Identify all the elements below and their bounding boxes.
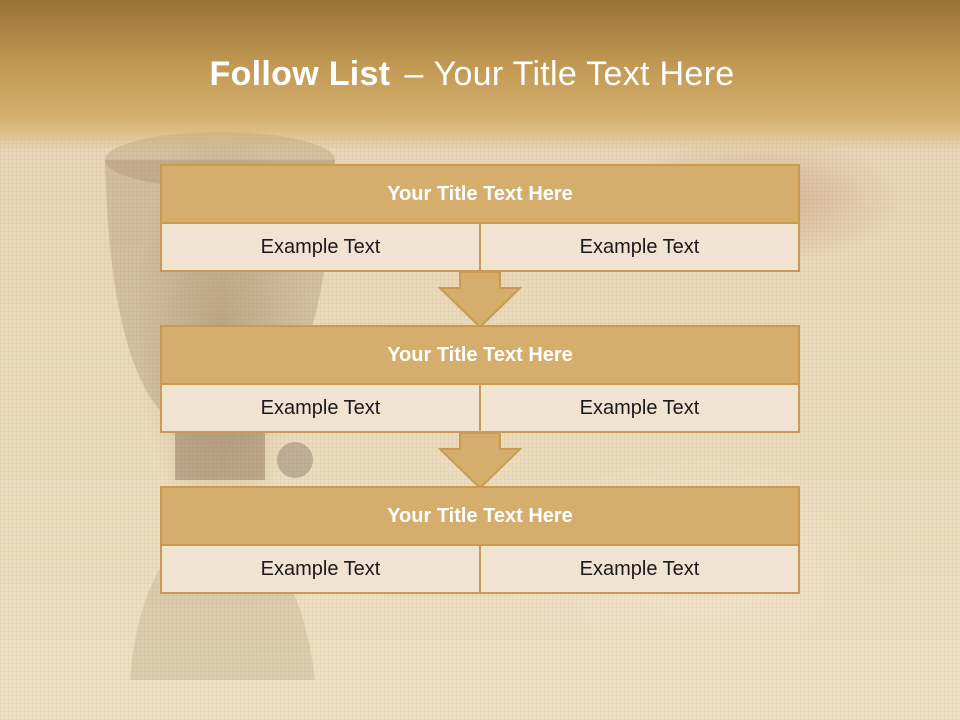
down-arrow-icon	[438, 271, 522, 329]
block-row: Example Text Example Text	[162, 546, 798, 592]
block-cell-right: Example Text	[479, 546, 798, 592]
header-band	[0, 0, 960, 150]
block-cell-left: Example Text	[162, 224, 479, 270]
block-title: Your Title Text Here	[162, 327, 798, 385]
slide-title: Follow List–Your Title Text Here	[0, 55, 944, 94]
list-block-3: Your Title Text Here Example Text Exampl…	[160, 486, 800, 594]
block-cell-right: Example Text	[479, 224, 798, 270]
block-cell-right: Example Text	[479, 385, 798, 431]
title-separator: –	[404, 55, 424, 93]
list-block-2: Your Title Text Here Example Text Exampl…	[160, 325, 800, 433]
block-row: Example Text Example Text	[162, 224, 798, 270]
list-block-1: Your Title Text Here Example Text Exampl…	[160, 164, 800, 272]
block-cell-left: Example Text	[162, 546, 479, 592]
block-title: Your Title Text Here	[162, 488, 798, 546]
block-cell-left: Example Text	[162, 385, 479, 431]
block-row: Example Text Example Text	[162, 385, 798, 431]
down-arrow-icon	[438, 432, 522, 490]
title-bold: Follow List	[209, 55, 391, 93]
title-rest: Your Title Text Here	[433, 55, 735, 93]
block-title: Your Title Text Here	[162, 166, 798, 224]
